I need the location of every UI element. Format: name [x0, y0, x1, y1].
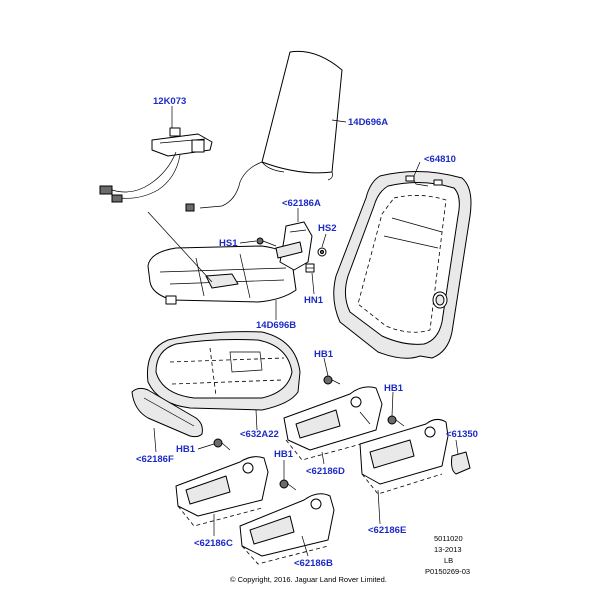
- inner-trim-panel-b[interactable]: [239, 493, 335, 565]
- callout-62186A[interactable]: <62186A: [282, 198, 321, 209]
- outer-trim-panel-e[interactable]: [359, 418, 449, 495]
- callout-14D696B[interactable]: 14D696B: [256, 320, 296, 331]
- reference-code-3: LB: [444, 556, 453, 565]
- hn1-nut[interactable]: [305, 263, 315, 273]
- callout-14D696A[interactable]: 14D696A: [348, 117, 388, 128]
- callout-632A22[interactable]: <632A22: [240, 429, 279, 440]
- seat-back-assembly[interactable]: [333, 171, 472, 359]
- callout-62186F[interactable]: <62186F: [136, 454, 174, 465]
- reference-code-2: 13-2013: [434, 545, 462, 554]
- callout-62186B[interactable]: <62186B: [294, 558, 333, 569]
- callout-hb1-right[interactable]: HB1: [384, 383, 404, 394]
- reference-block: 5011020 13-2013 LB P0150269-03: [425, 534, 470, 576]
- hb1-bolt-right[interactable]: [387, 415, 405, 427]
- reference-code-4: P0150269-03: [425, 567, 470, 576]
- callout-64810[interactable]: <64810: [424, 154, 456, 165]
- callout-hb1-lower[interactable]: HB1: [274, 449, 294, 460]
- seat-cushion-pad[interactable]: [146, 331, 301, 411]
- callout-labels: 12K073 14D696A <64810 <62186A HS1 HS2 HN…: [136, 96, 478, 569]
- copyright-notice: © Copyright, 2016. Jaguar Land Rover Lim…: [230, 575, 387, 584]
- hb1-bolt-left[interactable]: [213, 438, 231, 451]
- callout-hs1[interactable]: HS1: [219, 238, 238, 249]
- callout-62186E[interactable]: <62186E: [368, 525, 406, 536]
- callout-12K073[interactable]: 12K073: [153, 96, 186, 107]
- callout-hb1-upper[interactable]: HB1: [314, 349, 334, 360]
- seat-back-cushion-pad[interactable]: [261, 50, 343, 181]
- hb1-bolt-lower[interactable]: [279, 479, 297, 491]
- outer-trim-panel-d[interactable]: [283, 386, 383, 461]
- heater-control-harness[interactable]: [99, 127, 263, 212]
- callout-hn1[interactable]: HN1: [304, 295, 324, 306]
- reference-code-1: 5011020: [434, 534, 463, 543]
- leader-lines: [153, 106, 459, 557]
- hs1-screw[interactable]: [256, 237, 277, 247]
- hs2-screw[interactable]: [317, 247, 327, 257]
- callout-62186C[interactable]: <62186C: [194, 538, 233, 549]
- callout-62186D[interactable]: <62186D: [306, 466, 345, 477]
- trim-cover-cap[interactable]: [451, 451, 471, 475]
- cushion-side-trim[interactable]: [131, 387, 203, 438]
- seat-cushion-heater-mat[interactable]: [147, 211, 297, 305]
- callout-hs2[interactable]: HS2: [318, 223, 336, 234]
- side-shield-bracket[interactable]: [275, 221, 313, 271]
- callout-61350[interactable]: <61350: [446, 429, 478, 440]
- callout-hb1-left[interactable]: HB1: [176, 444, 196, 455]
- hb1-bolt-upper[interactable]: [323, 375, 341, 385]
- inner-trim-panel-c[interactable]: [175, 456, 269, 527]
